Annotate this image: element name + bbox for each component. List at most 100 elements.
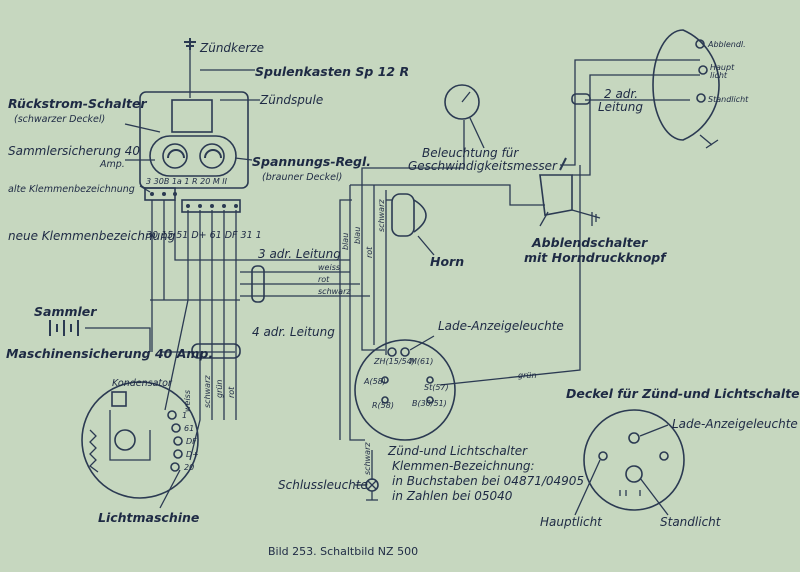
- terminal-dot: [150, 192, 154, 196]
- deckel-marks: [619, 490, 641, 496]
- switch-terminal: [426, 376, 434, 384]
- label-gen-a: 1: [182, 411, 187, 420]
- leader: [409, 335, 435, 351]
- sleeve-3adr: [251, 265, 265, 303]
- label-beleuchtung-1: Beleuchtung für: [422, 146, 519, 160]
- wire-blau-2: [361, 185, 385, 351]
- deckel-hole-right: [659, 451, 669, 461]
- deckel-hole-left: [598, 451, 608, 461]
- label-lade-anzeige: Lade-Anzeigeleuchte: [438, 319, 564, 333]
- deckel-knob: [625, 465, 643, 483]
- leader: [159, 469, 181, 509]
- gen-terminal: [173, 449, 183, 459]
- regulator-coil-left: [162, 143, 188, 169]
- label-schwarz-tail: schwarz: [363, 442, 372, 475]
- generator-field-winding: [89, 429, 99, 473]
- terminal-strip-left: [144, 187, 176, 201]
- label-t4: St(57): [424, 383, 449, 392]
- label-standlicht: Standlicht: [660, 515, 722, 529]
- label-weiss-v: weiss: [183, 390, 192, 412]
- speedo-needle: [461, 91, 471, 103]
- terminal-dot: [162, 192, 166, 196]
- lamp-haupt: [698, 65, 708, 75]
- label-kondensator: Kondensator: [112, 378, 173, 389]
- headlamp-ground: [699, 134, 719, 149]
- label-rot: rot: [318, 275, 330, 284]
- leader: [234, 157, 253, 161]
- leader: [539, 211, 549, 227]
- terminal-dot: [198, 204, 202, 208]
- leader: [139, 185, 151, 193]
- label-zuendkerze: Zündkerze: [199, 41, 264, 55]
- switch-lamp: [387, 347, 397, 357]
- leader-lines: [124, 69, 669, 516]
- wire-sammler: [85, 327, 151, 352]
- label-lichtmaschine: Lichtmaschine: [98, 510, 199, 525]
- taillight-cross: [367, 480, 377, 490]
- label-blau-1: blau: [341, 233, 350, 250]
- label-haupt-licht: licht: [710, 71, 728, 80]
- generator-housing: [81, 381, 199, 499]
- terminal-dot: [222, 204, 226, 208]
- label-zuendspule: Zündspule: [259, 93, 323, 107]
- label-sammlersicherung-amp: Amp.: [99, 159, 125, 170]
- leader: [639, 477, 669, 516]
- label-zuend-licht-4: in Zahlen bei 05040: [392, 489, 513, 503]
- gen-terminal: [171, 423, 181, 433]
- ignition-switch-body: [354, 339, 456, 441]
- wires: [85, 50, 700, 480]
- lamp-stand: [696, 93, 706, 103]
- regulator-coil-right: [199, 143, 225, 169]
- wire-to-switch: [350, 184, 545, 206]
- lamp-abblend: [695, 39, 705, 49]
- abblendschalter: [539, 157, 601, 226]
- label-horn: Horn: [430, 254, 464, 269]
- leader: [417, 235, 435, 256]
- horn: [391, 193, 427, 237]
- label-sammler: Sammler: [34, 304, 97, 319]
- wire-61: [189, 210, 201, 461]
- label-adr4: 4 adr. Leitung: [252, 325, 335, 339]
- label-rueckstrom: Rückstrom-Schalter: [8, 96, 147, 111]
- label-schlussleuchte: Schlussleuchte: [278, 478, 368, 492]
- labels: Zündkerze Spulenkasten Sp 12 R Zündspule…: [6, 40, 800, 558]
- battery-icon: [49, 320, 79, 336]
- wire-headlamp-2: [572, 74, 700, 176]
- deckel-outer: [583, 409, 685, 511]
- label-rot-v2: rot: [227, 386, 236, 398]
- label-gen-b: 61: [184, 424, 194, 433]
- speedo-gauge: [444, 84, 480, 120]
- headlamp-shell: [652, 29, 720, 141]
- switch-lamp: [400, 347, 410, 357]
- switch-terminal: [381, 396, 389, 404]
- terminal-strip-right: [181, 199, 241, 213]
- label-spulenkasten: Spulenkasten Sp 12 R: [255, 64, 409, 79]
- label-gen-e: 20: [184, 463, 194, 472]
- spulenkasten-box: [139, 91, 249, 189]
- deckel-indicator: [628, 432, 640, 444]
- label-neue-klemmen: neue Klemmenbezeichnung: [8, 229, 176, 243]
- gen-terminal: [170, 462, 180, 472]
- label-adr2a: 2 adr.: [604, 87, 638, 101]
- label-t1: ZH(15/54): [373, 357, 415, 366]
- label-t6: B(30/51): [412, 399, 447, 408]
- breaker-cam: [114, 429, 136, 451]
- label-zuend-licht-1: Zünd-und Lichtschalter: [387, 444, 528, 458]
- wire-ground: [339, 199, 352, 440]
- generator-internal: [109, 410, 151, 461]
- caption: Bild 253. Schaltbild NZ 500: [268, 545, 418, 558]
- label-gruen: grün: [518, 371, 537, 380]
- leader: [469, 117, 485, 149]
- sleeve-2adr: [571, 93, 591, 105]
- leader: [574, 459, 601, 516]
- ignition-switch: [354, 339, 456, 441]
- label-zuend-licht-2: Klemmen-Bezeichnung:: [392, 459, 535, 473]
- label-abblendschalter: Abblendschalter: [531, 235, 648, 250]
- spark-plug: [184, 38, 196, 50]
- horn-bell: [413, 199, 427, 233]
- label-adr3: 3 adr. Leitung: [258, 247, 341, 261]
- label-hauptlicht: Hauptlicht: [540, 515, 603, 529]
- label-alte-nums: 3 30B 1a 1 R 20 M II: [146, 177, 228, 186]
